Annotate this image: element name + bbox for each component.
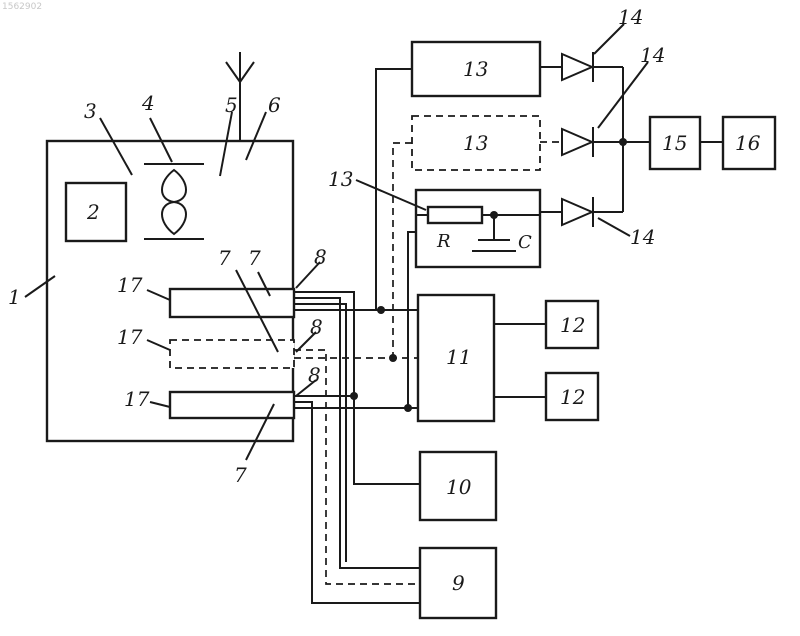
label-12b: 12 <box>560 385 585 409</box>
label-7a: 7 <box>218 246 231 270</box>
label-14b: 14 <box>640 43 665 67</box>
label-7c: 7 <box>234 463 247 487</box>
label-12a: 12 <box>560 313 585 337</box>
label-9: 9 <box>452 571 465 595</box>
label-8c: 8 <box>308 363 321 387</box>
label-8a: 8 <box>314 245 327 269</box>
sensor-17-middle <box>170 340 294 368</box>
label-8b: 8 <box>310 315 323 339</box>
label-5: 5 <box>225 93 238 117</box>
label-capacitor: C <box>518 232 532 253</box>
label-15: 15 <box>662 131 687 155</box>
watermark-text: 1562902 <box>2 2 42 12</box>
label-14a: 14 <box>618 5 643 29</box>
block-13-rc-filter <box>416 190 540 267</box>
label-3: 3 <box>84 99 97 123</box>
label-17a: 17 <box>117 273 143 297</box>
label-16: 16 <box>735 131 761 155</box>
label-11: 11 <box>446 345 471 369</box>
label-17b: 17 <box>117 325 143 349</box>
label-13a: 13 <box>463 57 488 81</box>
label-resistor: R <box>436 231 451 252</box>
sensor-17-bottom <box>170 392 294 418</box>
label-1: 1 <box>8 285 21 309</box>
label-10: 10 <box>446 475 472 499</box>
diode-icon-bottom <box>540 197 623 227</box>
diode-icon-middle <box>540 127 650 157</box>
label-4: 4 <box>141 91 155 115</box>
label-14c: 14 <box>630 225 655 249</box>
label-6: 6 <box>268 93 281 117</box>
label-13b: 13 <box>463 131 488 155</box>
label-2: 2 <box>86 200 100 224</box>
diode-icon-top <box>540 52 623 82</box>
label-17c: 17 <box>124 387 150 411</box>
label-13c: 13 <box>328 167 353 191</box>
sensor-17-top <box>170 289 294 317</box>
label-7b: 7 <box>248 246 261 270</box>
